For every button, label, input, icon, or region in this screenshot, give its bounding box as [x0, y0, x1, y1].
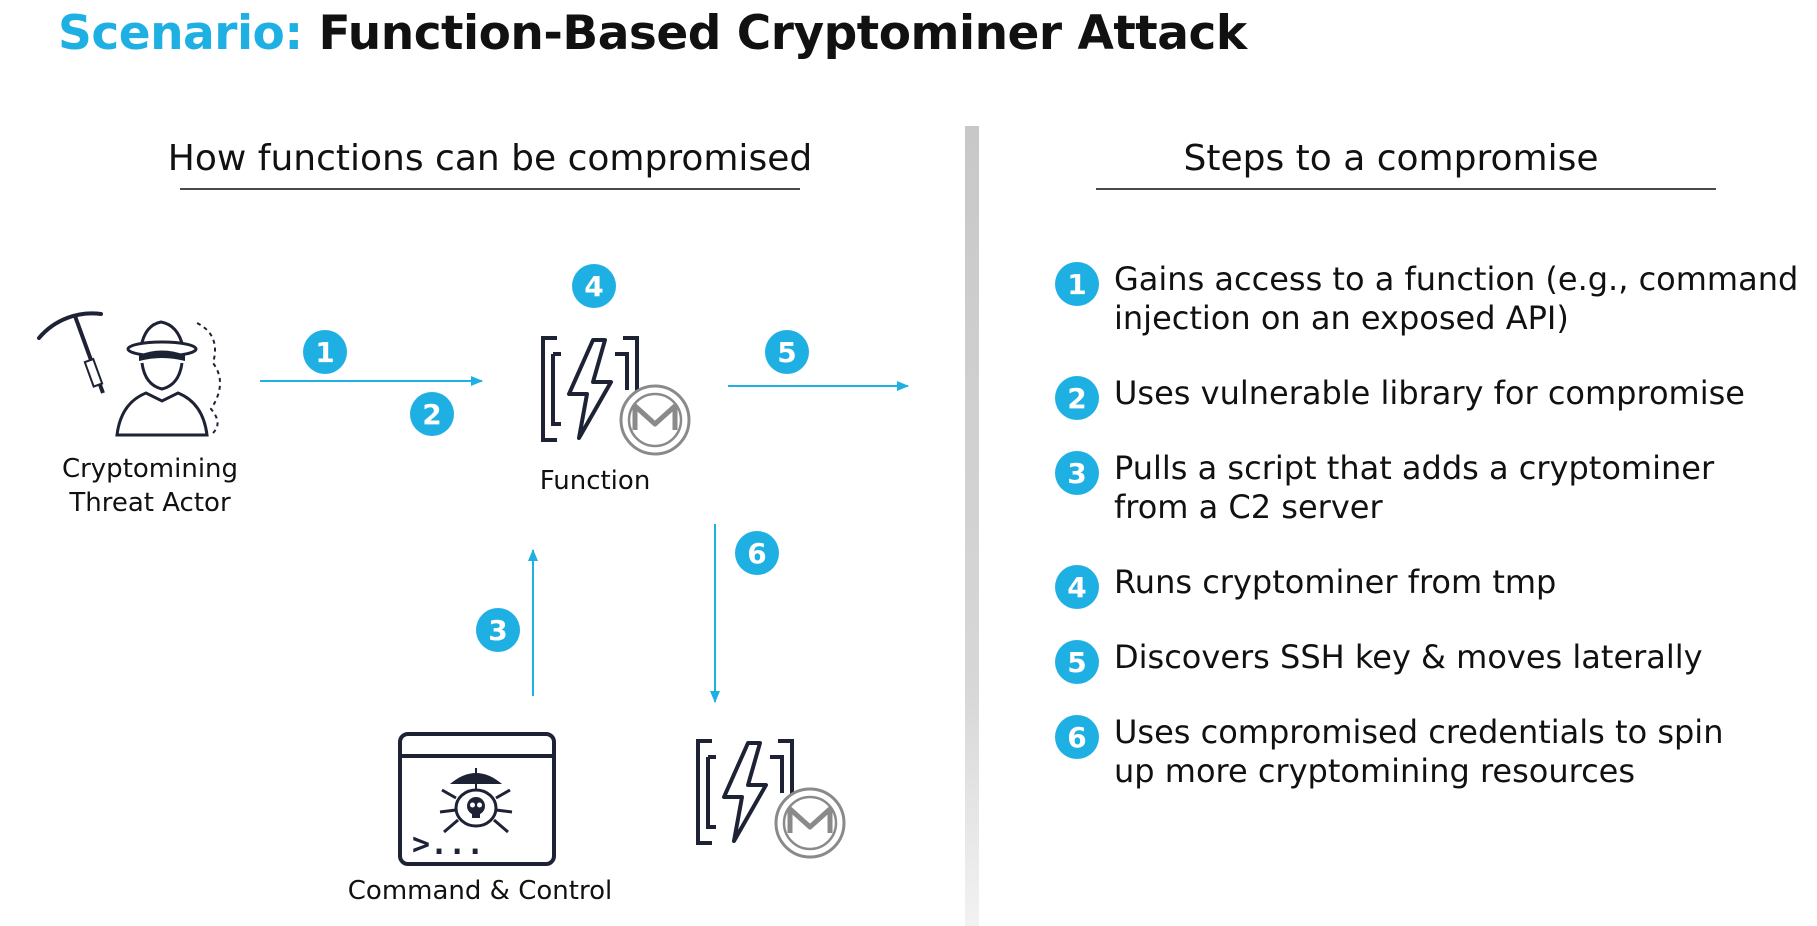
threat-actor-label-line1: Cryptomining	[61, 454, 239, 484]
diagram-badge-1: 1	[303, 330, 347, 374]
step-2: 2 Uses vulnerable library for compromise	[1055, 374, 1817, 420]
threat-actor-icon	[37, 311, 221, 437]
step-4-text: Runs cryptominer from tmp	[1114, 563, 1557, 601]
lambda-function-icon	[696, 739, 794, 845]
page-title: Scenario: Function-Based Cryptominer Att…	[58, 6, 1247, 61]
diagram-badge-2: 2	[410, 392, 454, 436]
step-3: 3 Pulls a script that adds a cryptominer…	[1055, 449, 1734, 527]
diagram-badge-3: 3	[476, 608, 520, 652]
step-5: 5 Discovers SSH key & moves laterally	[1055, 638, 1817, 684]
function-label: Function	[539, 466, 651, 496]
monero-coin-icon	[619, 384, 691, 456]
threat-actor-label-line2: Threat Actor	[69, 488, 231, 518]
c2-label: Command & Control	[347, 876, 613, 906]
monero-coin-icon	[774, 787, 846, 859]
step-4: 4 Runs cryptominer from tmp	[1055, 563, 1817, 609]
lambda-function-icon	[541, 336, 639, 442]
left-section-heading: How functions can be compromised	[167, 138, 813, 179]
command-control-icon: >...	[398, 732, 556, 866]
step-2-badge: 2	[1055, 376, 1099, 420]
step-6: 6 Uses compromised credentials to spin u…	[1055, 713, 1754, 791]
step-3-badge: 3	[1055, 451, 1099, 495]
step-1: 1 Gains access to a function (e.g., comm…	[1055, 260, 1817, 338]
step-4-badge: 4	[1055, 565, 1099, 609]
threat-actor-label: Cryptomining Threat Actor	[40, 452, 260, 520]
step-6-text: Uses compromised credentials to spin up …	[1114, 713, 1724, 790]
c2-prompt: >...	[412, 827, 484, 862]
title-main: Function-Based Cryptominer Attack	[318, 6, 1248, 61]
step-5-text: Discovers SSH key & moves laterally	[1114, 638, 1703, 676]
skull-icon	[467, 797, 485, 818]
step-1-text: Gains access to a function (e.g., comman…	[1114, 260, 1799, 337]
title-prefix: Scenario:	[58, 6, 303, 61]
step-5-badge: 5	[1055, 640, 1099, 684]
right-heading-underline	[1096, 188, 1716, 190]
new-function-icon	[696, 739, 846, 859]
left-heading-underline	[180, 188, 800, 190]
hooded-hacker-icon	[115, 320, 221, 437]
diagram-badge-4: 4	[572, 264, 616, 308]
terminal-bug-icon	[398, 732, 556, 866]
right-section-heading: Steps to a compromise	[1183, 138, 1599, 179]
step-2-text: Uses vulnerable library for compromise	[1114, 374, 1745, 412]
diagram-badge-5: 5	[765, 330, 809, 374]
function-icon	[541, 336, 691, 456]
step-1-badge: 1	[1055, 262, 1099, 306]
step-6-badge: 6	[1055, 715, 1099, 759]
pickaxe-icon	[37, 311, 105, 394]
section-divider	[965, 126, 979, 926]
step-3-text: Pulls a script that adds a cryptominer f…	[1114, 449, 1715, 526]
diagram-badge-6: 6	[735, 531, 779, 575]
